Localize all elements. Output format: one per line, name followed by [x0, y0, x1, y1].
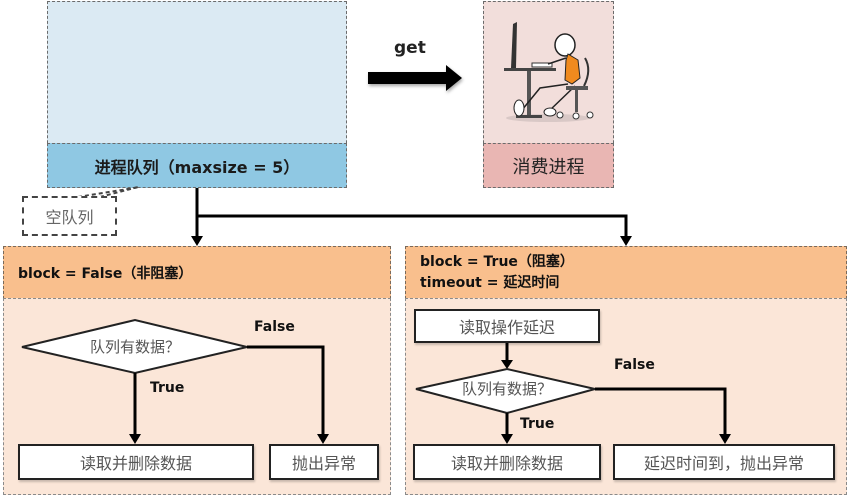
process-queue-label: 进程队列（maxsize = 5） [47, 143, 347, 188]
raise-exception-box: 抛出异常 [269, 444, 379, 480]
arrow-down-icon [317, 434, 329, 444]
consumer-process-label: 消费进程 [483, 143, 614, 188]
arrow-down-icon [129, 434, 141, 444]
decision-text: 队列有数据？ [89, 338, 180, 356]
arrow-down-icon [501, 434, 513, 444]
arrow-down-icon [501, 360, 513, 369]
true-label: True [150, 380, 185, 396]
false-label: False [614, 357, 655, 373]
timeout-exception-box: 延迟时间到，抛出异常 [613, 444, 835, 480]
read-delete-box: 读取并删除数据 [18, 444, 254, 480]
empty-queue-callout: 空队列 [22, 196, 117, 236]
read-delay-box: 读取操作延迟 [414, 309, 600, 343]
true-label: True [520, 416, 555, 432]
arrow-down-icon [191, 236, 203, 246]
arrow-down-icon [719, 434, 731, 444]
block-setting: block = True（阻塞） [420, 254, 574, 270]
get-label: get [394, 38, 426, 58]
false-label: False [254, 319, 295, 335]
timeout-setting: timeout = 延迟时间 [420, 275, 560, 291]
nonblocking-panel-header: block = False（非阻塞） [3, 246, 391, 299]
read-delete-box: 读取并删除数据 [413, 444, 601, 480]
arrow-down-icon [620, 236, 632, 246]
decision-text: 队列有数据？ [461, 380, 552, 398]
blocking-panel-header: block = True（阻塞） timeout = 延迟时间 [405, 246, 847, 299]
